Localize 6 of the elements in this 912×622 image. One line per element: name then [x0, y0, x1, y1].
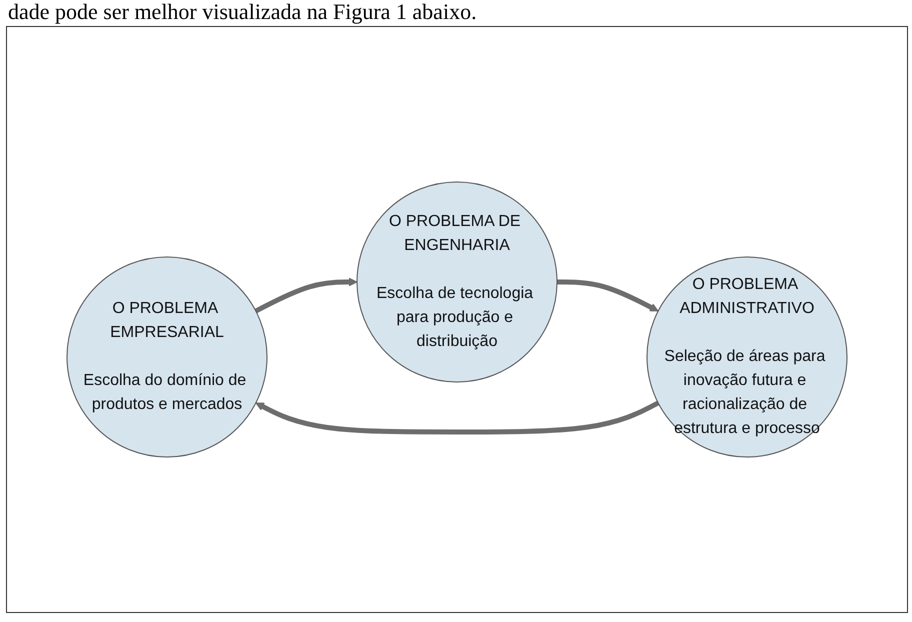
node-circle: O PROBLEMA EMPRESARIAL Escolha do domínio de produtos e mercados [66, 256, 268, 458]
arrow [557, 280, 659, 312]
intro-text: dade pode ser melhor visualizada na Figura 1 abaixo. [7, 0, 478, 24]
arrow [254, 278, 358, 314]
arrow [255, 400, 660, 434]
node-circle: O PROBLEMA DE ENGENHARIA Escolha de tecnologia para produção e distribuição [356, 182, 558, 382]
